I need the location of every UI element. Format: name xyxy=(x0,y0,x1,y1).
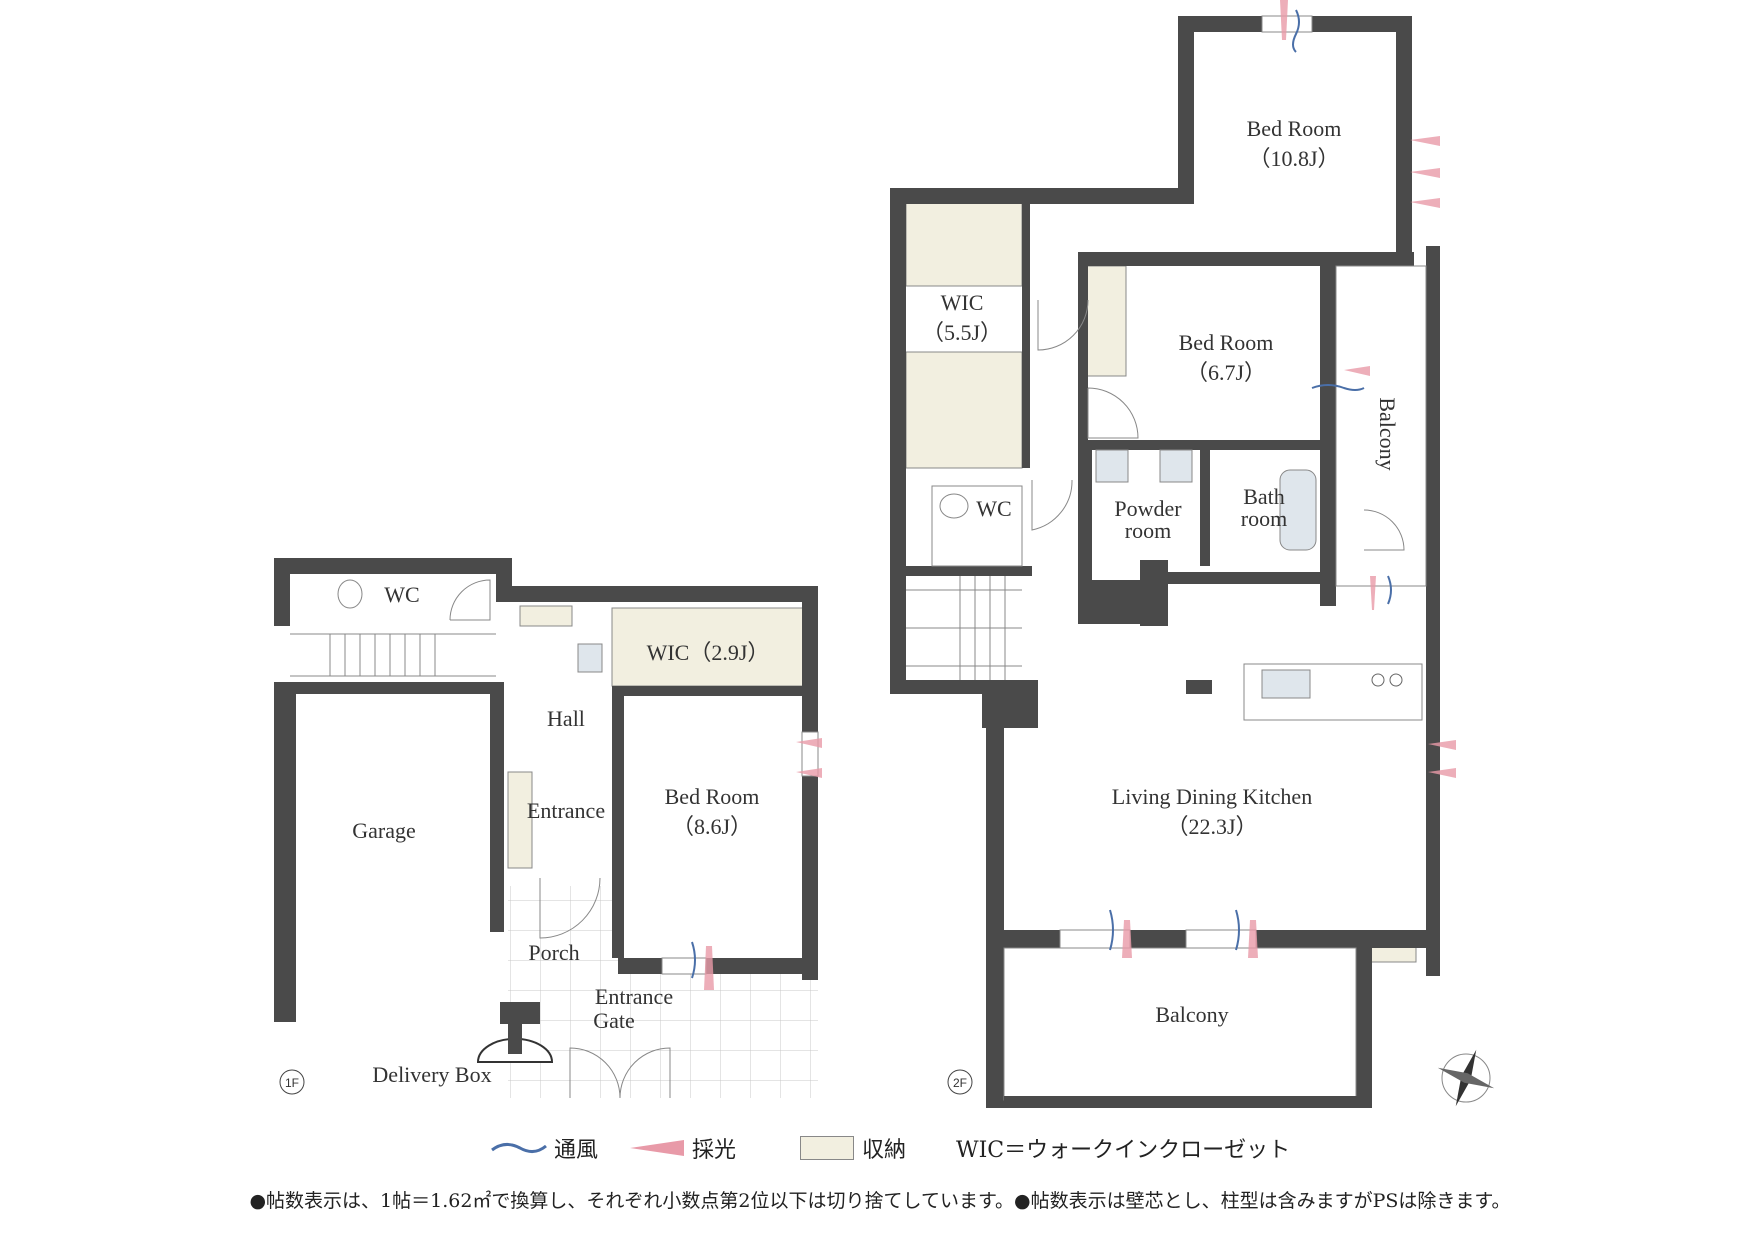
f1-entrance-label: Entrance xyxy=(527,798,605,823)
f1-wc-door xyxy=(449,579,491,621)
f2-bed2-door xyxy=(1087,387,1139,439)
f1-entrance-storage xyxy=(507,771,533,869)
f1-wc-label: WC xyxy=(384,582,419,607)
f1-badge-label: 1F xyxy=(285,1076,299,1090)
airflow-markers xyxy=(691,0,1456,990)
f1-gate xyxy=(569,1047,671,1099)
storage-swatch-icon xyxy=(800,1136,854,1160)
f2-wic-storage-bottom xyxy=(905,351,1023,469)
floor-2: Bed Room （10.8J） WIC （5.5J） Bed Room （6.… xyxy=(890,15,1495,1108)
f2-wic-storage-top xyxy=(905,201,1023,287)
floor-1: WC WIC（2.9J） Hall Garage Entrance Bed Ro… xyxy=(274,558,819,1099)
gate-label-2: Gate xyxy=(593,1008,635,1033)
gate-label-1: Entrance xyxy=(595,984,673,1009)
wave-icon xyxy=(491,1143,547,1153)
gate-tiles xyxy=(618,974,818,1098)
f1-bedroom-size: （8.6J） xyxy=(672,814,752,839)
f2-balcony-side-label: Balcony xyxy=(1375,397,1400,470)
f2-wic-size: （5.5J） xyxy=(922,320,1002,345)
f1-sink xyxy=(577,643,603,673)
legend-storage: 収納 xyxy=(800,1132,906,1164)
legend-wic-label: WIC＝ウォークインクローゼット xyxy=(956,1138,1291,1163)
legend: 通風 採光 収納 WIC＝ウォークインクローゼット xyxy=(0,1132,1760,1172)
f2-wc-label: WC xyxy=(976,496,1011,521)
light-beam-icon xyxy=(630,1140,684,1156)
f2-bed2-size: （6.7J） xyxy=(1186,360,1266,385)
f2-bathtub xyxy=(1279,469,1317,551)
f2-bed1-size: （10.8J） xyxy=(1248,146,1339,171)
legend-ventilation: 通風 xyxy=(490,1132,598,1164)
f2-side-balcony xyxy=(1335,265,1427,587)
legend-ventilation-label: 通風 xyxy=(554,1138,599,1163)
f2-badge-label: 2F xyxy=(953,1076,967,1090)
f2-bed2-name: Bed Room xyxy=(1179,330,1274,355)
f2-ldk-size: （22.3J） xyxy=(1166,814,1257,839)
f1-hall-label: Hall xyxy=(547,706,585,731)
f2-toilet xyxy=(939,493,969,519)
f2-stairs xyxy=(906,576,1022,680)
f1-badge-icon xyxy=(279,1069,305,1095)
compass-rose-icon xyxy=(1437,1049,1495,1107)
legend-daylight-label: 採光 xyxy=(692,1138,737,1163)
f2-wic-door xyxy=(1037,299,1089,351)
legend-wic-definition: WIC＝ウォークインクローゼット xyxy=(956,1132,1290,1164)
porch-label: Porch xyxy=(528,940,579,965)
f2-balcony-door xyxy=(1363,509,1405,551)
f2-bath-line2: room xyxy=(1241,506,1287,531)
f1-walls xyxy=(274,558,818,1024)
f2-bottom-balcony xyxy=(1003,947,1357,1101)
f2-ldk-name: Living Dining Kitchen xyxy=(1112,784,1312,809)
f2-bed2-closet xyxy=(1085,265,1127,377)
f1-wic-label: WIC（2.9J） xyxy=(647,640,770,665)
legend-daylight: 採光 xyxy=(628,1132,736,1164)
f2-wc-door xyxy=(1031,479,1073,531)
f1-porch-door xyxy=(539,877,601,939)
f2-powder-line1: Powder xyxy=(1114,496,1182,521)
footnote: ●帖数表示は、1帖＝1.62㎡で換算し、それぞれ小数点第2位以下は切り捨てしてい… xyxy=(249,1190,1511,1212)
f2-wic-name: WIC xyxy=(941,290,984,315)
legend-storage-label: 収納 xyxy=(862,1138,907,1163)
f2-bed1-name: Bed Room xyxy=(1247,116,1342,141)
garage-label: Garage xyxy=(352,818,416,843)
f1-stairs xyxy=(290,633,496,677)
f2-powder-line2: room xyxy=(1125,518,1171,543)
delivery-box-label: Delivery Box xyxy=(372,1062,491,1087)
f2-badge-icon xyxy=(947,1069,973,1095)
f1-hall-shelf xyxy=(519,605,573,627)
f1-bedroom-name: Bed Room xyxy=(665,784,760,809)
f2-bath-line1: Bath xyxy=(1243,484,1285,509)
f2-balcony-bottom-label: Balcony xyxy=(1155,1002,1228,1027)
f1-toilet xyxy=(337,579,363,609)
